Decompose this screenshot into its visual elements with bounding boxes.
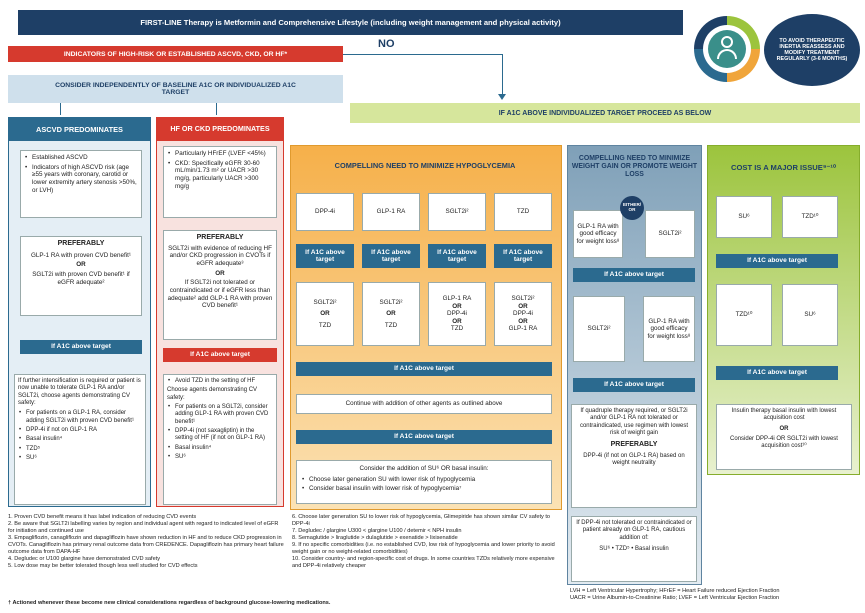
high-risk-indicators: INDICATORS OF HIGH-RISK OR ESTABLISHED A… [8, 46, 343, 62]
footnote-star: † Actioned whenever these become new cli… [8, 600, 331, 606]
person-icon [721, 36, 733, 48]
ascvd-intensification: If further intensification is required o… [14, 374, 146, 505]
weight-header: COMPELLING NEED TO MINIMIZE WEIGHT GAIN … [571, 155, 698, 178]
ascvd-indicators: Established ASCVD Indicators of high ASC… [20, 150, 142, 218]
cost-a1c-2: If A1C above target [716, 366, 838, 380]
consider-independently: CONSIDER INDEPENDENTLY OF BASELINE A1C O… [8, 75, 343, 103]
ascvd-bullet: Established ASCVD [24, 154, 138, 162]
hypo-a1c-3: If A1C above target [428, 244, 486, 268]
cost-su-2: SU⁶ [782, 284, 838, 346]
hf-a1c-bar: If A1C above target [163, 348, 277, 362]
weight-glp: GLP-1 RA with good efficacy for weight l… [573, 210, 623, 258]
hf-agents: Avoid TZD in the setting of HF Choose ag… [163, 374, 277, 505]
first-line-title: FIRST-LINE Therapy is Metformin and Comp… [140, 18, 561, 27]
hypo-continue: Continue with addition of other agents a… [296, 394, 552, 414]
hypo-su-insulin: Consider the addition of SU⁶ OR basal in… [296, 460, 552, 504]
proceed-banner: IF A1C ABOVE INDIVIDUALIZED TARGET PROCE… [350, 103, 860, 123]
first-line-banner: FIRST-LINE Therapy is Metformin and Comp… [18, 10, 683, 35]
cost-header: COST IS A MAJOR ISSUE⁹⁻¹⁰ [730, 162, 837, 172]
cost-insulin: Insulin therapy basal insulin with lowes… [716, 404, 852, 470]
abbreviations: LVH = Left Ventricular Hypertrophy; HFrE… [570, 588, 780, 601]
ascvd-bullet: Indicators of high ASCVD risk (age ≥55 y… [24, 164, 138, 195]
ascvd-a1c-bar: If A1C above target [20, 340, 142, 354]
weight-a1c-1: If A1C above target [573, 268, 695, 282]
weight-glp-2: GLP-1 RA with good efficacy for weight l… [643, 296, 695, 362]
cost-tzd-2: TZD¹⁰ [716, 284, 772, 346]
ascvd-preferably: PREFERABLY GLP-1 RA with proven CVD bene… [20, 236, 142, 316]
hypo-drug-1: DPP-4i [296, 193, 354, 231]
weight-cautious: If DPP-4i not tolerated or contraindicat… [571, 516, 697, 582]
footnotes-left: 1. Proven CVD benefit means it has label… [8, 514, 284, 569]
no-label: NO [378, 38, 395, 50]
ascvd-header: ASCVD PREDOMINATES [8, 117, 151, 141]
hypo-a1c-2: If A1C above target [362, 244, 420, 268]
hypo-a1c-wide-2: If A1C above target [296, 430, 552, 444]
hypo-a1c-4: If A1C above target [494, 244, 552, 268]
weight-sglt-2: SGLT2i² [573, 296, 625, 362]
weight-quadruple: If quadruple therapy required, or SGLT2i… [571, 404, 697, 508]
footnotes-middle: 6. Choose later generation SU to lower r… [292, 514, 555, 569]
either-or-badge: EITHER/ OR [620, 196, 644, 220]
cost-tzd: TZD¹⁰ [782, 196, 838, 238]
weight-a1c-2: If A1C above target [573, 378, 695, 392]
hypo-a1c-wide: If A1C above target [296, 362, 552, 376]
cost-a1c-1: If A1C above target [716, 254, 838, 268]
hypo-drug-3: SGLT2i² [428, 193, 486, 231]
hypo-drug-4: TZD [494, 193, 552, 231]
hypo-drug-2: GLP-1 RA [362, 193, 420, 231]
hypoglycemia-header: COMPELLING NEED TO MINIMIZE HYPOGLYCEMIA [334, 160, 516, 170]
reassess-note: TO AVOID THERAPEUTIC INERTIA REASSESS AN… [764, 14, 860, 86]
hypo-a1c-1: If A1C above target [296, 244, 354, 268]
weight-sglt: SGLT2i² [645, 210, 695, 258]
hf-indicators: Particularly HFrEF (LVEF <45%) CKD: Spec… [163, 146, 277, 218]
reassess-cycle-icon [694, 16, 760, 82]
hf-preferably: PREFERABLY SGLT2i with evidence of reduc… [163, 230, 277, 340]
hf-header: HF OR CKD PREDOMINATES [156, 117, 284, 141]
cost-su: SU⁶ [716, 196, 772, 238]
